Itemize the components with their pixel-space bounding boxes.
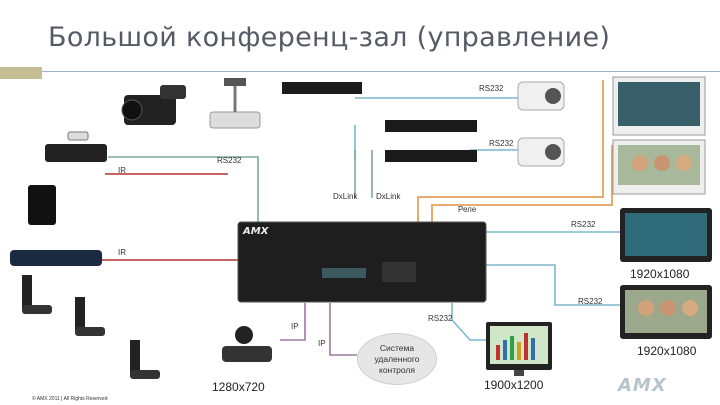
resolution-display-1: 1920x1080 [630, 267, 690, 281]
display-2-icon [620, 285, 712, 339]
video-camera-icon [121, 85, 186, 125]
resolution-camera: 1280x720 [212, 380, 265, 394]
control-box-icon [282, 82, 362, 94]
projection-screen-1-icon [612, 76, 706, 136]
microphone-1-icon [22, 275, 52, 314]
label-rs232-right1: RS232 [571, 220, 596, 229]
label-dxlink-2: DxLink [376, 192, 401, 201]
projector-2-icon [517, 137, 565, 167]
label-rs232-top: RS232 [479, 84, 504, 93]
display-1-icon [620, 208, 712, 262]
conference-camera-icon [222, 326, 272, 362]
line-relay-1 [417, 80, 604, 226]
line-rs232-dvd [108, 156, 259, 222]
set-top-box-icon [45, 131, 107, 162]
line-relay-2 [431, 145, 613, 226]
monitor-icon [486, 322, 552, 376]
label-rs232-mid: RS232 [489, 139, 514, 148]
switcher-brand: AMX [243, 226, 269, 237]
projector-1-icon [517, 81, 565, 111]
remote-control-bubble: Система удаленного контроля [357, 333, 437, 385]
remote-control-text: Система удаленного контроля [374, 342, 420, 375]
dxlink-receiver-2-icon [385, 150, 477, 162]
label-rs232-right2: RS232 [578, 297, 603, 306]
resolution-monitor: 1900x1200 [484, 378, 544, 392]
title-accent-block [0, 67, 42, 79]
line-rs232-display-2 [485, 264, 622, 306]
label-ir-mid: IR [118, 248, 126, 257]
line-ip-camera [280, 303, 306, 341]
copyright-text: © AMX 2011 | All Rights Reserved [32, 396, 108, 402]
title-divider [42, 71, 720, 72]
label-rs232-bottom: RS232 [428, 314, 453, 323]
resolution-display-2: 1920x1080 [637, 344, 697, 358]
label-dxlink-1: DxLink [333, 192, 358, 201]
main-switcher-icon [237, 221, 487, 303]
document-camera-icon [209, 78, 261, 129]
label-ir-left: IR [118, 166, 126, 175]
bluray-player-icon [10, 250, 102, 266]
label-ip-2: IP [318, 339, 326, 348]
page-title: Большой конференц-зал (управление) [48, 22, 611, 53]
line-ip-bubble [329, 303, 357, 356]
amx-logo: AMX [618, 375, 667, 396]
microphone-3-icon [130, 340, 160, 379]
label-rs232-left: RS232 [217, 156, 242, 165]
pc-tower-icon [28, 185, 56, 225]
label-relay: Реле [458, 205, 477, 214]
microphone-2-icon [75, 297, 105, 336]
projection-screen-2-icon [612, 139, 706, 195]
dxlink-receiver-1-icon [385, 120, 477, 132]
label-ip-1: IP [291, 322, 299, 331]
line-rs232-monitor [451, 303, 488, 341]
